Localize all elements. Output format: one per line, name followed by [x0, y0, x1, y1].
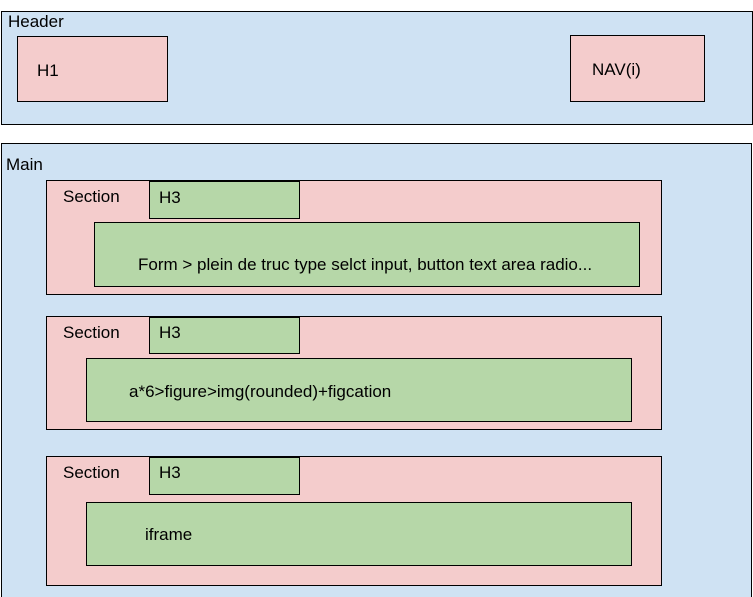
- nav-label: NAV(i): [592, 60, 641, 79]
- h3-label: H3: [159, 188, 181, 207]
- figure-box: a*6>figure>img(rounded)+figcation: [86, 358, 632, 422]
- header-label: Header: [8, 12, 64, 31]
- main-label: Main: [6, 155, 43, 174]
- section-label: Section: [63, 463, 120, 482]
- form-box: Form > plein de truc type selct input, b…: [94, 222, 640, 287]
- h3-box: H3: [149, 181, 300, 219]
- h1-box: H1: [17, 36, 168, 102]
- h1-label: H1: [37, 61, 59, 80]
- figure-label: a*6>figure>img(rounded)+figcation: [129, 382, 392, 401]
- h3-label: H3: [159, 463, 181, 482]
- section-label: Section: [63, 323, 120, 342]
- h3-label: H3: [159, 323, 181, 342]
- form-label: Form > plein de truc type selct input, b…: [138, 255, 593, 274]
- nav-box: NAV(i): [570, 35, 705, 102]
- h3-box: H3: [149, 457, 300, 495]
- section-label: Section: [63, 187, 120, 206]
- iframe-label: iframe: [145, 525, 193, 544]
- h3-box: H3: [149, 317, 300, 354]
- iframe-box: iframe: [86, 502, 632, 566]
